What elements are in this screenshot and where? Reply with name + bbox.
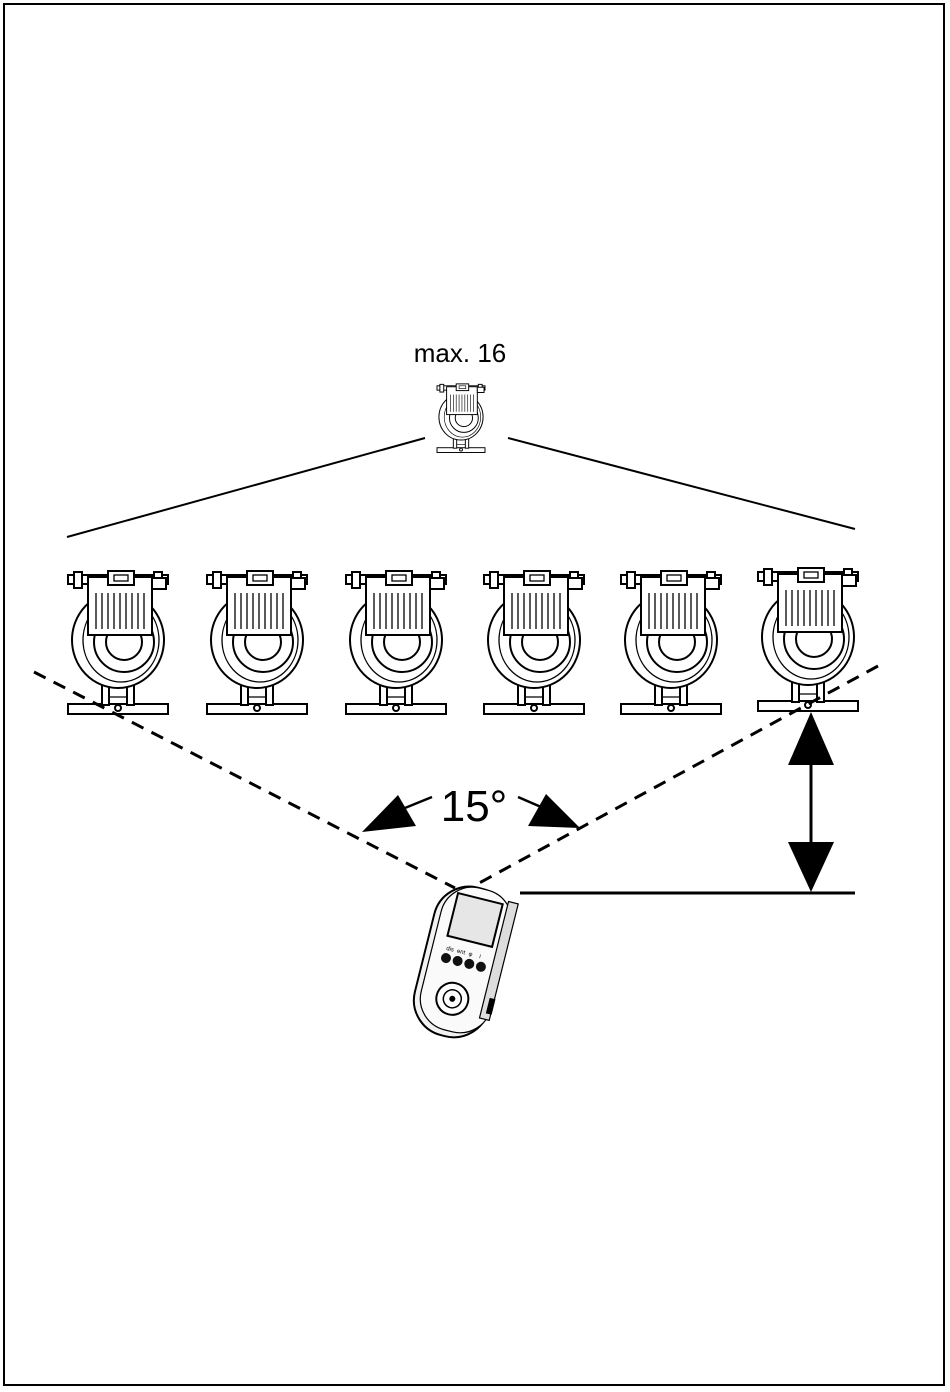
pump-row [68, 568, 858, 714]
max-units-label: max. 16 [414, 338, 507, 368]
pump-icon [758, 568, 858, 711]
pump-icon [346, 571, 446, 714]
remote-control-icon: dis ent φ i [406, 879, 520, 1046]
pump-icon [621, 571, 721, 714]
pump-icon [207, 571, 307, 714]
fan-line-left [67, 438, 425, 537]
fan-line-right [508, 438, 855, 529]
height-arrow-icon [520, 712, 855, 893]
angle-label: 15° [441, 782, 508, 831]
pump-icon [484, 571, 584, 714]
top-pump-icon [437, 384, 485, 453]
pump-icon [68, 571, 168, 714]
